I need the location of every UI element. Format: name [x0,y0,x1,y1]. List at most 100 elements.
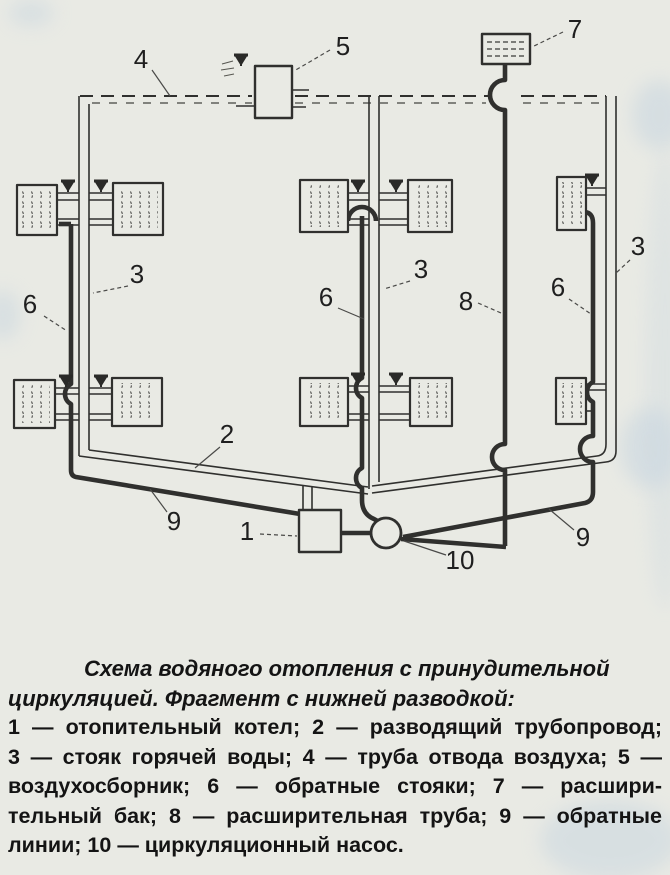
leader-10 [403,540,447,556]
expansion-tank-water-lines [487,41,525,57]
hot-water-risers [78,96,617,494]
return-riser-right-and-line [402,209,596,540]
leader-6-middle [337,307,365,320]
riser-right-inner [371,96,607,487]
return-line-pump-branch [400,536,507,550]
label-1: 1 [240,516,254,546]
radiator-fins [117,383,157,421]
caption-legend: 1 — отопительный котел; 2 — разводящий т… [8,713,662,861]
scan-tint-blob [645,150,670,610]
radiator-lower-left-b [110,376,164,428]
radiator-upper-middle-a [298,178,350,234]
boiler-and-pump [297,508,403,554]
caption-title-line: циркуляцией. Фрагмент с нижней разводкой… [8,685,515,711]
leader-6-left [43,315,68,332]
radiator-lower-middle-a [298,376,350,428]
label-3-right: 3 [631,231,645,261]
radiator-fins [22,190,52,230]
radiator-upper-left-a [15,183,59,237]
radiator-fins [561,182,582,225]
leader-lines [43,31,631,556]
label-4: 4 [134,44,148,74]
leader-9-right [548,508,575,531]
caption-legend-line: линии; 10 — циркуляционный насос. [8,833,404,857]
label-3-middle: 3 [414,254,428,284]
expansion-tank [480,32,532,66]
leader-8 [477,302,502,314]
valve-icon [59,179,77,194]
connections-right [586,187,606,391]
air-collector-body [253,64,294,120]
supply-left-inner [88,449,369,488]
label-10: 10 [446,545,475,575]
caption-title: Схема водяного отопления с принудительно… [8,654,662,713]
radiators [12,175,588,430]
supply-main-pipe [78,449,369,511]
leader-9-left [149,488,168,513]
radiator-fins [19,385,50,423]
air-collector-valve-icon [232,53,250,68]
label-9-left: 9 [167,506,181,536]
radiator-lower-right [554,376,588,426]
connections-lower-left [55,387,112,421]
connections-upper-left [57,192,113,226]
label-8: 8 [459,286,473,316]
expansion-pipe [487,64,508,546]
radiator-fins [413,185,447,227]
circulation-pump [369,516,403,550]
valve-icon [349,179,367,194]
scan-tint-blob [8,0,54,26]
leader-2 [194,446,221,469]
label-7: 7 [568,14,582,44]
valve-hatch-marks [220,60,235,77]
scan-tint-blob [540,800,670,875]
radiator-lower-middle-b [408,376,454,428]
leader-3-middle [383,280,411,290]
caption-legend-line: 3 — стояк горячей воды; 4 — труба отвода… [8,744,662,769]
return-riser-left-and-line [62,224,301,517]
radiator-fins [305,185,343,227]
radiator-lower-left-a [12,378,57,430]
leader-4 [151,69,171,97]
caption-legend-line: 1 — отопительный котел; 2 — разводящий т… [8,715,662,739]
leader-7 [531,31,564,48]
caption-title-line: Схема водяного отопления с принудительно… [84,656,610,681]
air-collector [220,53,309,120]
scan-tint-blob [632,80,670,150]
connections-lower-middle [348,385,410,421]
label-6-left: 6 [23,289,37,319]
caption: Схема водяного отопления с принудительно… [8,654,662,861]
caption-legend-line: воздухосборник; 6 — обратные стояки; 7 —… [8,774,662,798]
label-9-right: 9 [576,522,590,552]
valve-icon [387,372,405,387]
label-5: 5 [336,31,350,61]
supply-left-outer [78,455,369,495]
caption-legend-line: тельный бак; 8 — расширительная труба; 9… [8,803,662,828]
radiator-fins [560,383,582,419]
label-2: 2 [220,419,234,449]
leader-1 [259,533,298,537]
radiator-fins [415,383,447,421]
label-6-middle: 6 [319,282,333,312]
leader-5 [293,49,331,72]
label-6-right: 6 [551,272,565,302]
heating-diagram: 4 5 7 3 6 3 6 8 6 3 2 9 1 10 9 [12,14,645,575]
boiler [297,508,343,554]
connections-upper-middle [348,192,408,226]
leader-3-left [92,285,129,294]
return-riser-middle [353,216,385,527]
valve-icon [92,179,110,194]
leader-3-right [615,259,631,274]
diagram-labels: 4 5 7 3 6 3 6 8 6 3 2 9 1 10 9 [23,14,645,575]
radiator-upper-right [555,175,588,232]
valve-icon [92,374,110,389]
radiator-upper-left-b [111,181,165,237]
leader-6-right [568,298,592,315]
label-3-left: 3 [130,259,144,289]
radiator-connections [55,187,606,421]
radiator-fins [305,383,343,421]
radiator-upper-middle-b [406,178,454,234]
valve-icon [387,179,405,194]
riser-right-outer [371,96,617,494]
